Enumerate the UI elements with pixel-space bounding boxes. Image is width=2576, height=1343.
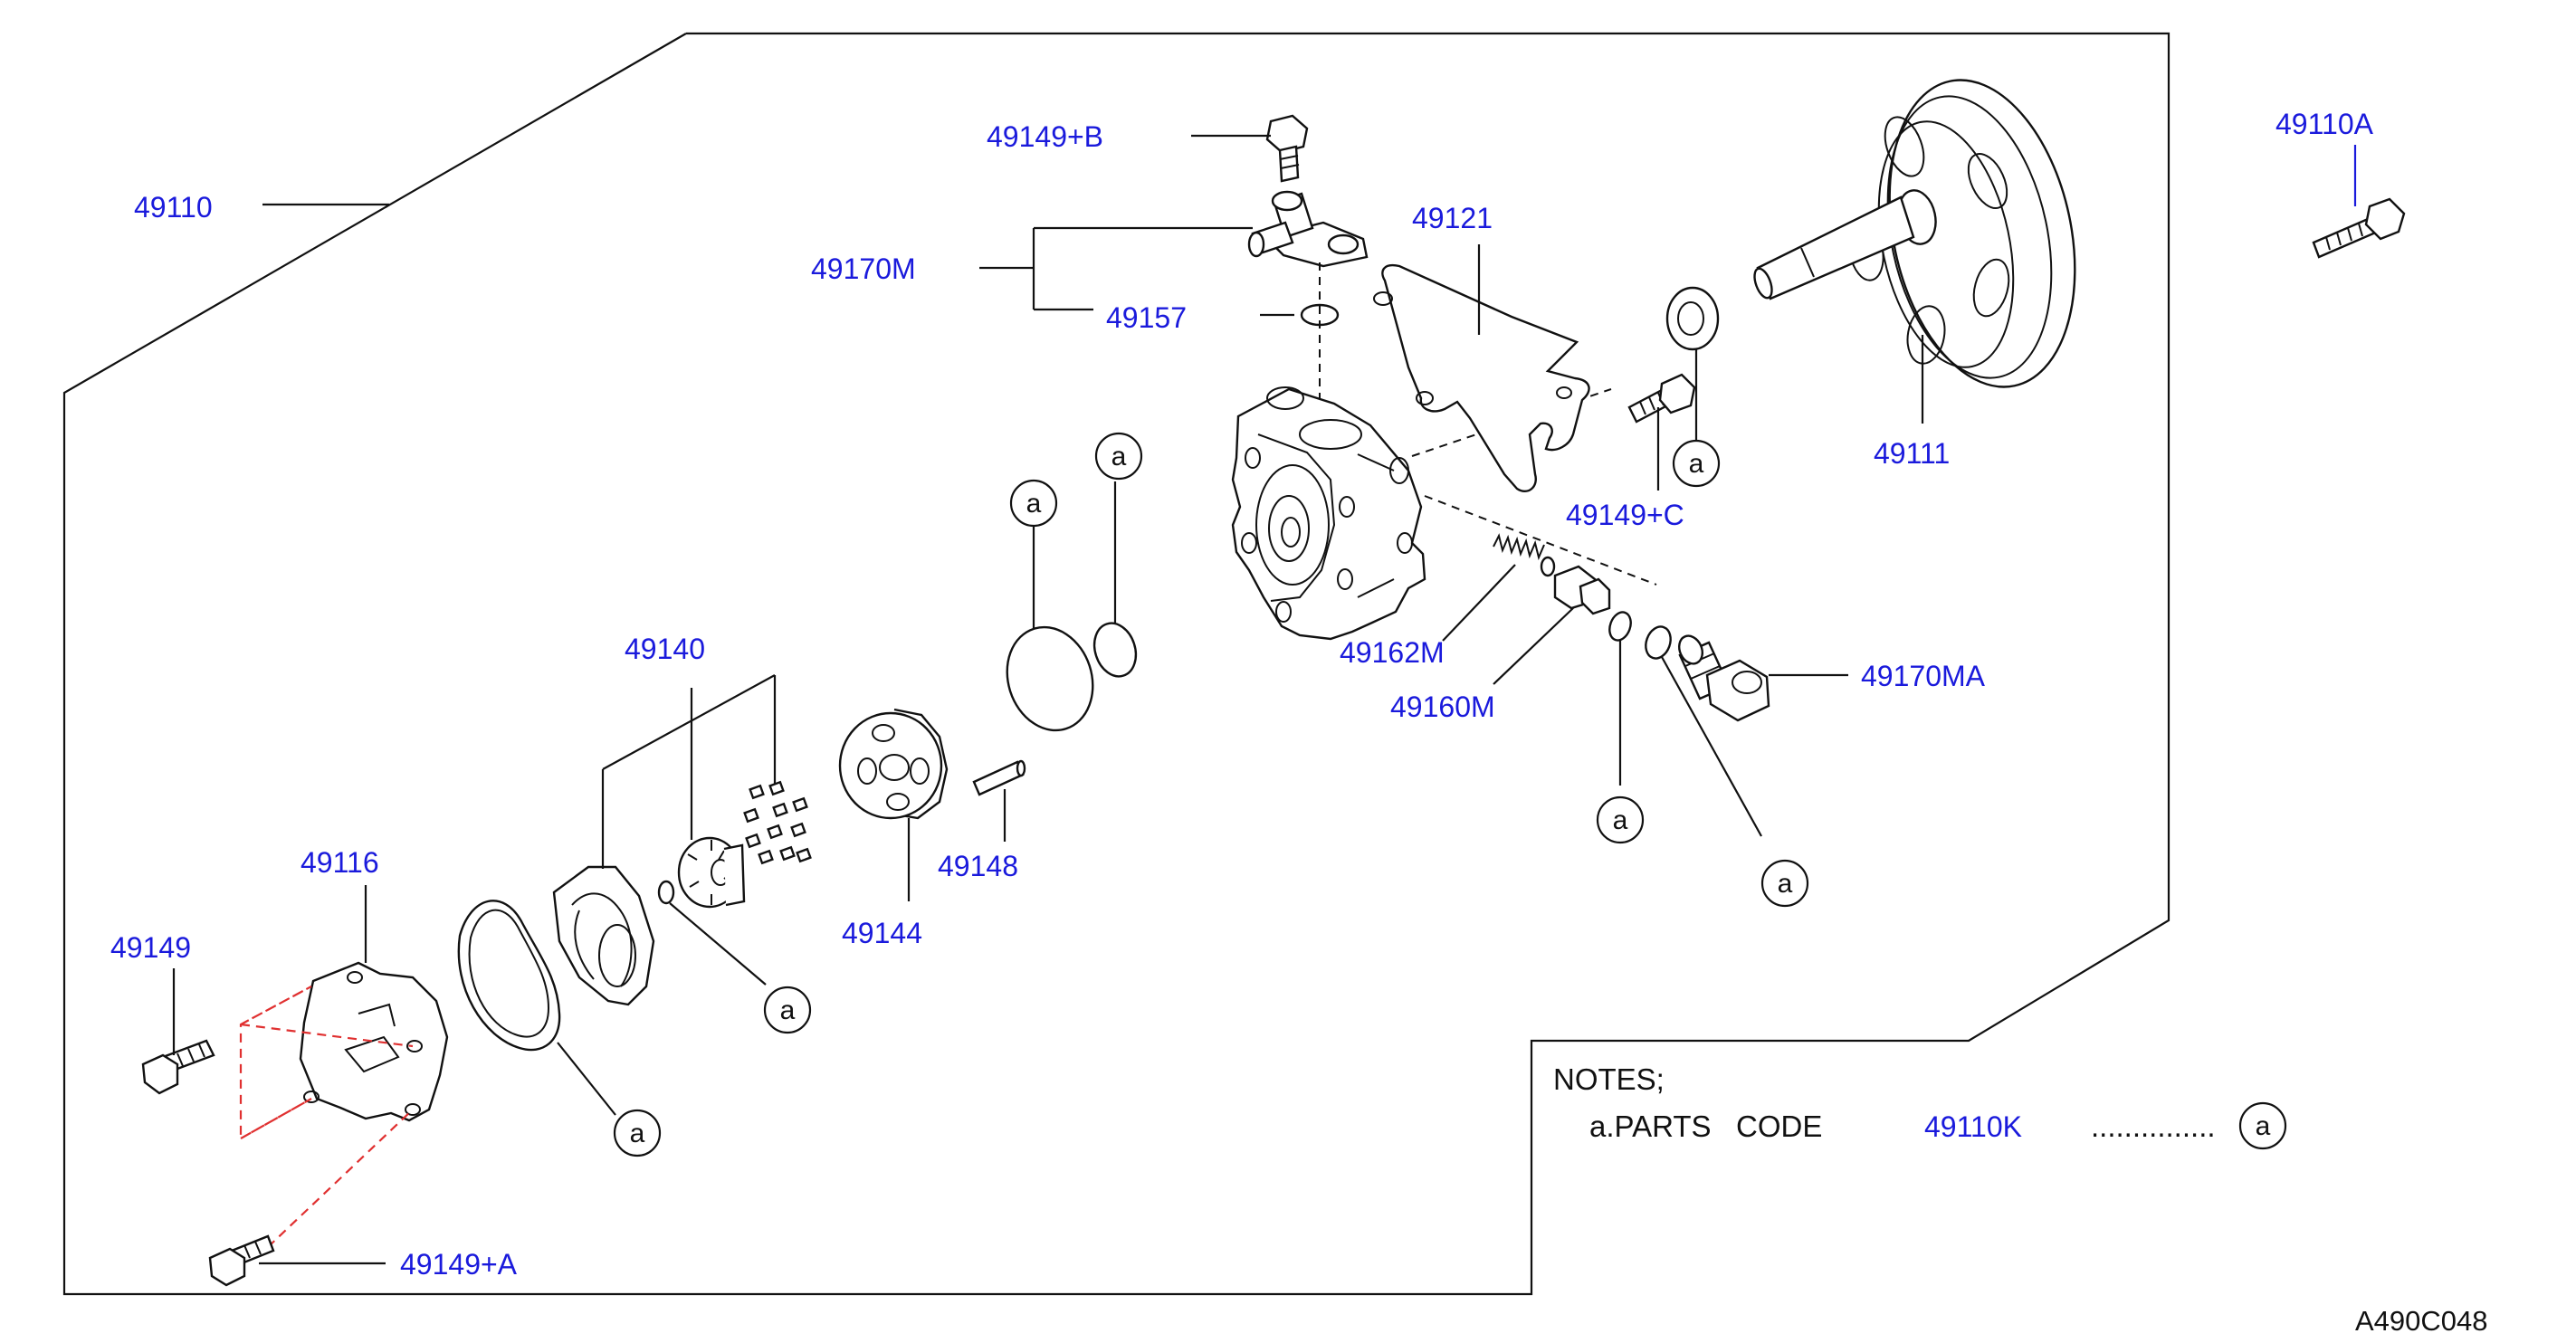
label-49111: 49111 — [1874, 437, 1950, 470]
rotor-49140 — [677, 836, 746, 909]
svg-text:a: a — [1689, 449, 1704, 479]
fitting-49170MA — [1677, 634, 1770, 722]
alignment-dash-lower — [267, 1109, 414, 1248]
fitting-49170M — [1247, 190, 1369, 268]
spacer-washer — [1665, 286, 1720, 351]
o-ring-small-2 — [1645, 625, 1672, 660]
label-49148: 49148 — [938, 850, 1018, 882]
leader-49162M — [1442, 564, 1516, 642]
rear-cover-49116 — [299, 961, 449, 1122]
leader-49110-b — [385, 204, 390, 208]
pump-body — [1231, 386, 1426, 641]
svg-text:a: a — [780, 995, 796, 1025]
leader-49160M — [1493, 607, 1574, 685]
label-49149B: 49149+B — [987, 120, 1103, 153]
o-ring-large — [1006, 625, 1094, 732]
vanes-49140 — [743, 780, 812, 865]
leader-o-ring-2 — [1661, 656, 1762, 837]
label-49116: 49116 — [301, 846, 379, 879]
pressure-plate — [552, 865, 655, 1006]
notes-line-label: a.PARTS CODE — [1589, 1110, 1822, 1143]
o-ring-rotor — [657, 880, 675, 905]
callout-a-4: a — [1596, 795, 1645, 844]
figure-reference: A490C048 — [2355, 1305, 2488, 1337]
notes-heading: NOTES; — [1553, 1062, 1665, 1096]
cam-ring-49144 — [838, 708, 949, 820]
valve-49160M — [1553, 565, 1611, 615]
label-49121: 49121 — [1412, 202, 1493, 234]
label-49110A: 49110A — [2275, 108, 2374, 140]
bolt-49149 — [141, 1039, 215, 1095]
callout-a-2: a — [1094, 432, 1143, 481]
svg-text:a: a — [630, 1119, 645, 1148]
label-49160M: 49160M — [1390, 691, 1495, 723]
bolt-49110A — [2312, 197, 2406, 259]
callout-a-1: a — [1009, 479, 1058, 528]
o-ring-medium — [1092, 622, 1138, 678]
axis-dash-pressure — [1424, 495, 1657, 586]
label-49149A: 49149+A — [400, 1248, 518, 1281]
label-49149C: 49149+C — [1566, 499, 1684, 531]
callout-a-7: a — [613, 1109, 662, 1157]
label-49162M: 49162M — [1340, 636, 1445, 669]
pulley-49111 — [1753, 79, 2076, 388]
callout-a-notes: a — [2238, 1101, 2287, 1150]
leader-49140-bracket-b — [602, 674, 776, 770]
assembly-boundary — [62, 32, 2171, 1296]
svg-text:a: a — [1613, 805, 1628, 835]
label-49149: 49149 — [110, 931, 191, 964]
svg-text:a: a — [1026, 489, 1042, 519]
label-49140: 49140 — [625, 633, 705, 665]
bolt-49149C — [1627, 373, 1696, 424]
svg-text:a: a — [2256, 1111, 2271, 1141]
label-49157: 49157 — [1106, 301, 1187, 334]
alignment-dash-left — [239, 986, 312, 1140]
callout-a-3: a — [1672, 439, 1721, 488]
svg-text:a: a — [1778, 869, 1793, 899]
label-49170MA: 49170MA — [1861, 660, 1986, 692]
leader-o-ring-rotor — [669, 902, 767, 986]
notes-line-dots: ............... — [2091, 1110, 2216, 1143]
label-49170M: 49170M — [811, 252, 916, 285]
pin-49148 — [972, 759, 1026, 796]
leader-gasket — [557, 1042, 616, 1116]
label-49144: 49144 — [842, 917, 922, 949]
notes-line-code: 49110K — [1924, 1110, 2022, 1143]
bracket-49121 — [1373, 263, 1590, 493]
alignment-dash-mid — [240, 1023, 414, 1048]
svg-text:a: a — [1111, 442, 1127, 471]
callout-a-5: a — [1760, 859, 1809, 908]
o-ring-small-1 — [1608, 611, 1632, 642]
gasket — [457, 900, 561, 1052]
callout-a-6: a — [763, 986, 812, 1034]
bolt-49149A — [208, 1234, 275, 1287]
bolt-49149B — [1265, 114, 1309, 183]
label-49110: 49110 — [134, 191, 213, 224]
spring-49162M — [1493, 533, 1556, 577]
